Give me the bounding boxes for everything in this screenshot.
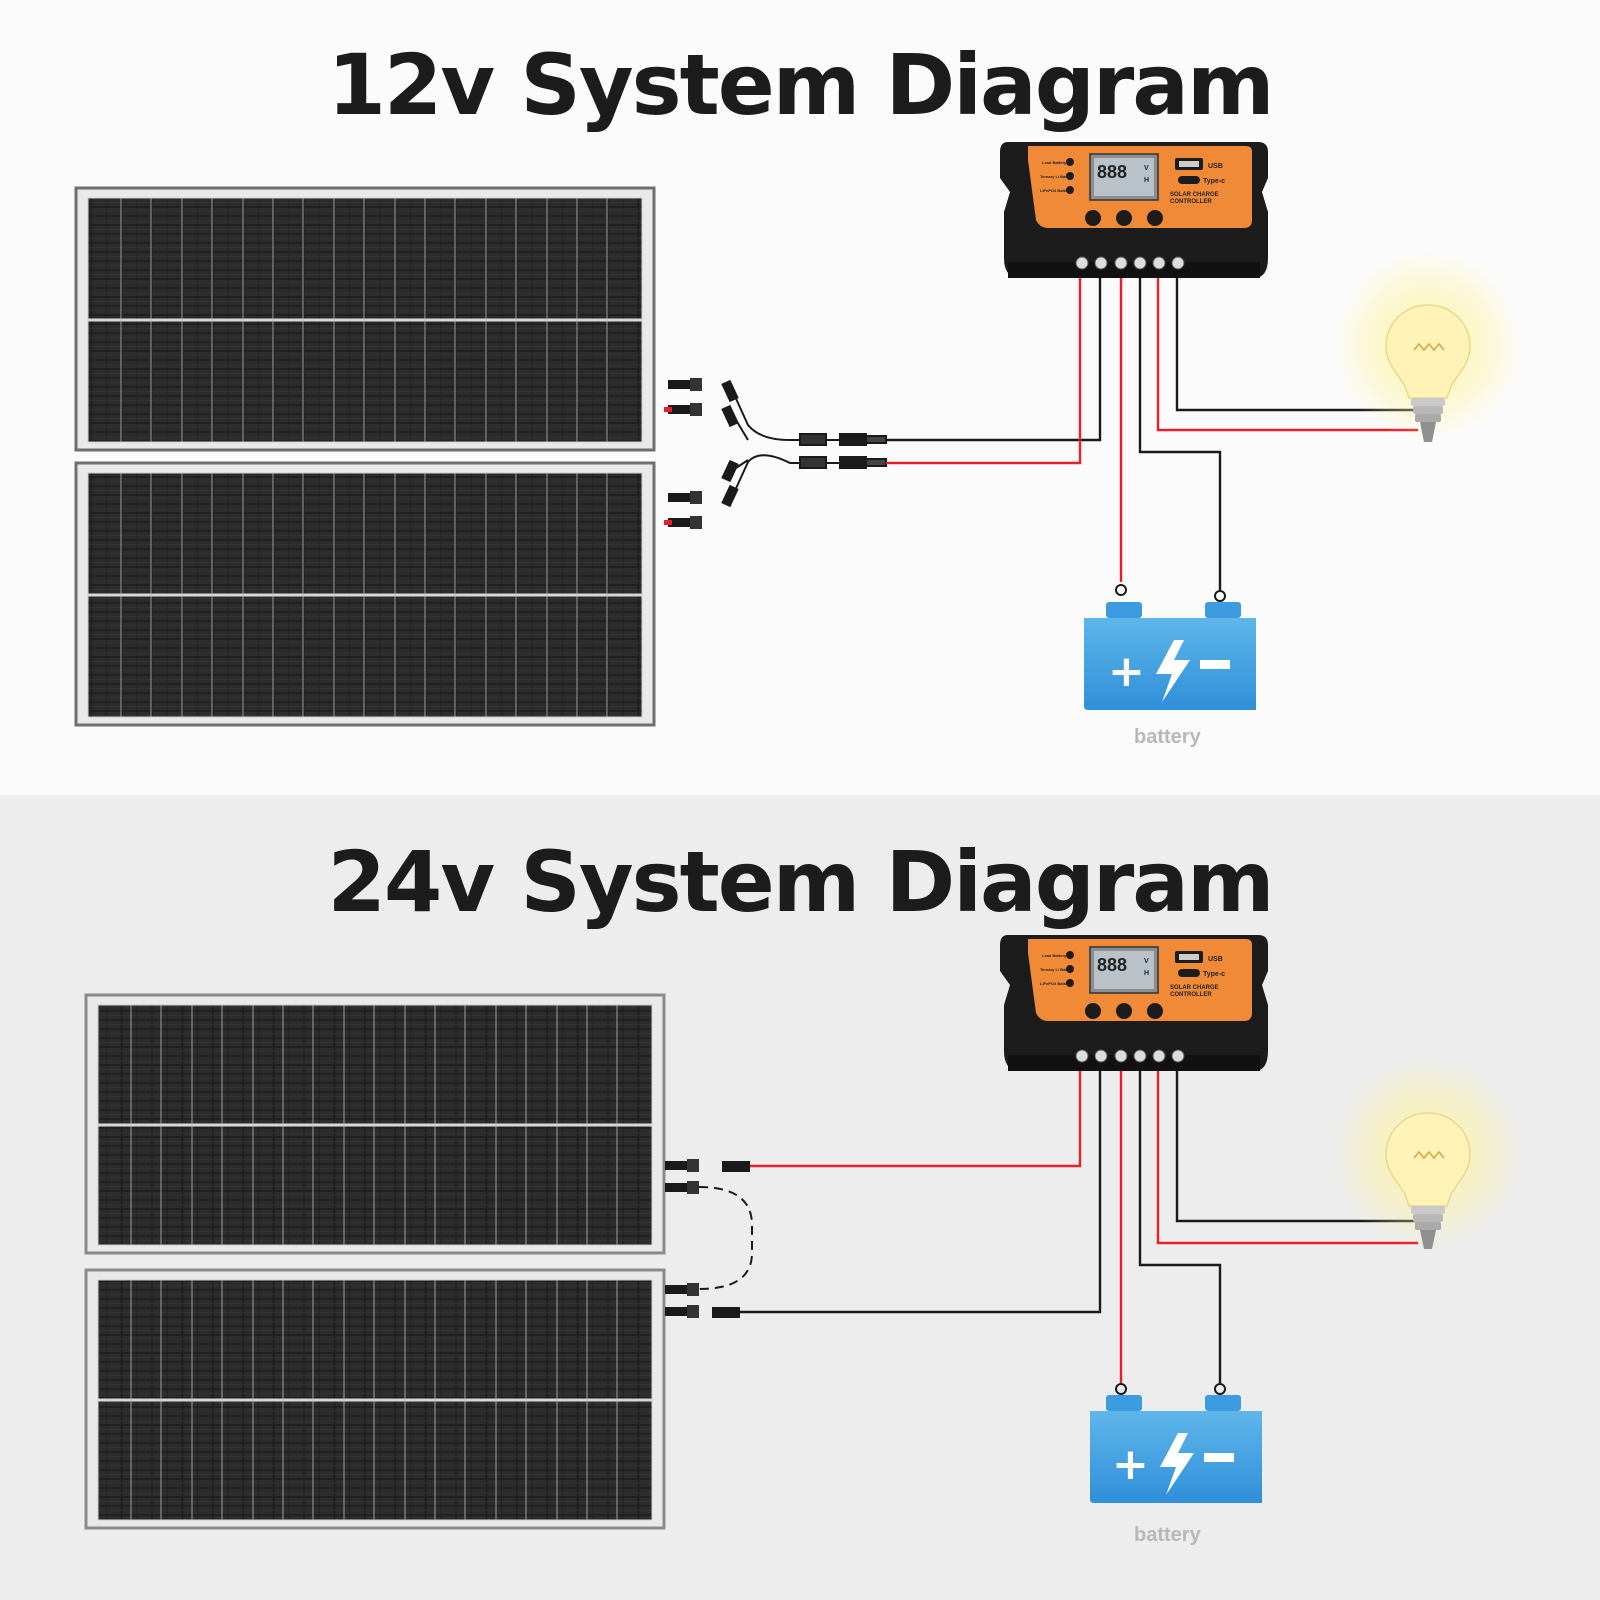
typec-label: Type-c — [1203, 178, 1225, 185]
mc4-connector-icon — [664, 378, 702, 529]
battery-label-12v: battery — [1134, 726, 1202, 748]
lcd-unit-v: V — [1144, 165, 1149, 172]
controller-name-line-1: SOLAR CHARGE — [1170, 985, 1219, 991]
solar-panel-2 — [74, 461, 656, 727]
light-bulb-icon — [1333, 250, 1523, 442]
mode-lifepo4: LiFePO4 Battery — [1040, 188, 1072, 193]
battery-icon: + battery — [1084, 584, 1256, 748]
controller-name-line-2: CONTROLLER — [1170, 199, 1212, 205]
controller-name-line-2: CONTROLLER — [1170, 992, 1212, 998]
solar-panel-4 — [84, 1268, 666, 1530]
diagram-24v: 888 V H USB Type-c SOLAR CHARGE CONTROLL… — [84, 935, 1523, 1546]
lcd-unit-h: H — [1144, 177, 1149, 184]
system-12v-section: 12v System Diagram — [0, 0, 1600, 795]
lcd-unit-h: H — [1144, 970, 1149, 977]
light-bulb-icon — [1333, 1058, 1523, 1249]
battery-icon: + battery — [1090, 1383, 1262, 1546]
diagram-title-12v: 12v System Diagram — [327, 36, 1274, 134]
svg-text:+: + — [1112, 1439, 1149, 1490]
system-24v-section: 24v System Diagram — [0, 795, 1600, 1600]
svg-text:+: + — [1108, 646, 1145, 697]
charge-controller-icon: 888 V H USB Type-c SOLAR CHARGE CONTROLL… — [1000, 935, 1268, 1071]
lcd-digits: 888 — [1097, 162, 1127, 182]
wires-24v — [740, 1067, 1418, 1383]
series-jumper-wire — [698, 1186, 753, 1290]
branch-connector-icon — [721, 379, 887, 508]
solar-panel-1 — [74, 186, 656, 452]
controller-name-line-1: SOLAR CHARGE — [1170, 192, 1219, 198]
lcd-unit-v: V — [1144, 958, 1149, 965]
solar-panel-3 — [84, 993, 666, 1255]
mode-ternary: Ternary Li Battery — [1040, 174, 1075, 179]
mode-lead: Lead Battery — [1042, 953, 1067, 958]
battery-label-24v: battery — [1134, 1524, 1202, 1546]
charge-controller-icon: 888 V H USB Type-c SOLAR CHARGE CONTROLL… — [1000, 142, 1268, 278]
usb-label: USB — [1208, 956, 1223, 963]
diagram-title-24v: 24v System Diagram — [327, 833, 1274, 931]
lcd-digits: 888 — [1097, 955, 1127, 975]
diagram-12v: 888 V H USB Type-c SOLAR CHARGE CONTROLL… — [74, 142, 1523, 748]
mode-lifepo4: LiFePO4 Battery — [1040, 981, 1072, 986]
mode-ternary: Ternary Li Battery — [1040, 967, 1075, 972]
typec-label: Type-c — [1203, 971, 1225, 978]
mode-lead: Lead Battery — [1042, 160, 1067, 165]
mc4-connector-icon — [665, 1159, 750, 1318]
wires-12v — [886, 274, 1418, 590]
usb-label: USB — [1208, 163, 1223, 170]
